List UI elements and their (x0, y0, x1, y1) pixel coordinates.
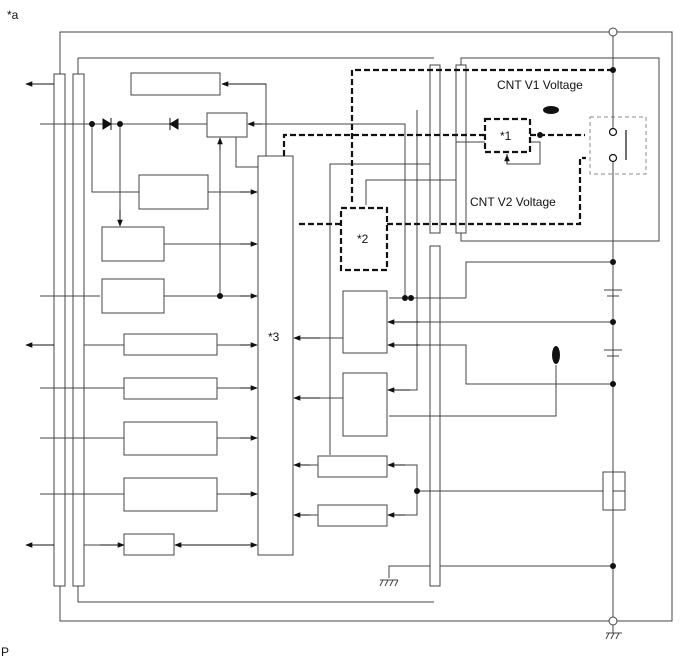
cell-upper (604, 289, 622, 297)
junction (217, 293, 223, 299)
block-top (130, 72, 221, 96)
component-boxes (101, 72, 626, 556)
diode-right-icon (169, 118, 179, 130)
junction (537, 132, 543, 138)
corner-label-top: *a (7, 8, 19, 22)
wire-relay-right (250, 123, 406, 298)
switch-contact-upper (608, 127, 618, 137)
terminal-bottom (608, 616, 618, 626)
left-bus-bars (53, 73, 85, 587)
signal-m2-in (387, 156, 586, 226)
block-r4 (317, 504, 388, 527)
block-e (123, 377, 218, 400)
wire-r1-h2 (465, 261, 613, 298)
wire-rail-345 (389, 344, 613, 385)
marker-3-label: *3 (268, 330, 280, 344)
junction (610, 259, 616, 265)
switch-box (589, 116, 647, 175)
diodes (102, 118, 179, 130)
switch-contact-lower (608, 153, 618, 163)
wiring (40, 36, 625, 617)
signal-controller-top (282, 133, 485, 156)
wire-r1-v (389, 110, 418, 391)
block-r1 (342, 290, 388, 354)
wire-loop-a (329, 163, 430, 455)
junction (89, 121, 95, 127)
bus-bar-center-2 (455, 64, 467, 234)
center-bus-bars (429, 64, 467, 587)
bus-bar-center-1 (429, 64, 441, 234)
terminals (608, 27, 618, 626)
ground-symbols (379, 579, 622, 640)
ground-icon (605, 625, 622, 640)
junction (414, 488, 420, 494)
wire-relay-down (235, 137, 258, 168)
marker-2-label: *2 (357, 232, 369, 246)
arrows (25, 81, 510, 548)
junction (610, 67, 616, 73)
block-r3 (317, 455, 388, 478)
cell-lower (604, 349, 622, 357)
terminal-top (608, 27, 618, 37)
splice-point (552, 346, 560, 364)
block-a (138, 174, 209, 210)
block-h (123, 533, 175, 556)
marker-box-2 (339, 206, 389, 272)
junction (117, 121, 123, 127)
marker-1-label: *1 (500, 129, 512, 143)
corner-label-bottom: P (1, 645, 9, 658)
signal-cnt-v1 (350, 68, 613, 205)
block-b (101, 226, 165, 262)
wire-r3-r4 (389, 464, 418, 516)
signal-lines (282, 68, 613, 272)
ground-icon (379, 579, 399, 587)
diode-left-icon (102, 118, 112, 130)
block-d (123, 333, 218, 356)
block-g (123, 477, 218, 512)
block-f (123, 421, 218, 456)
bus-bar-left-2 (72, 73, 85, 587)
junction (610, 319, 616, 325)
cnt-v1-label: CNT V1 Voltage (497, 78, 583, 92)
main-controller-box (257, 155, 294, 556)
junction (610, 563, 616, 569)
wire-92-down (91, 124, 139, 193)
wire-ground-left (388, 565, 430, 578)
block-r2 (342, 372, 388, 437)
block-small-relay (206, 112, 248, 138)
junction (610, 381, 616, 387)
bus-bar-left-1 (53, 73, 66, 587)
cnt-v2-label: CNT V2 Voltage (470, 195, 556, 209)
wire-r2-low (389, 365, 557, 417)
block-c (101, 278, 165, 314)
splice-point (543, 106, 559, 114)
junction (402, 295, 408, 301)
marker-box-1 (483, 117, 532, 154)
wire-loop-b (365, 179, 456, 205)
junctions (89, 67, 616, 569)
junction (408, 295, 414, 301)
